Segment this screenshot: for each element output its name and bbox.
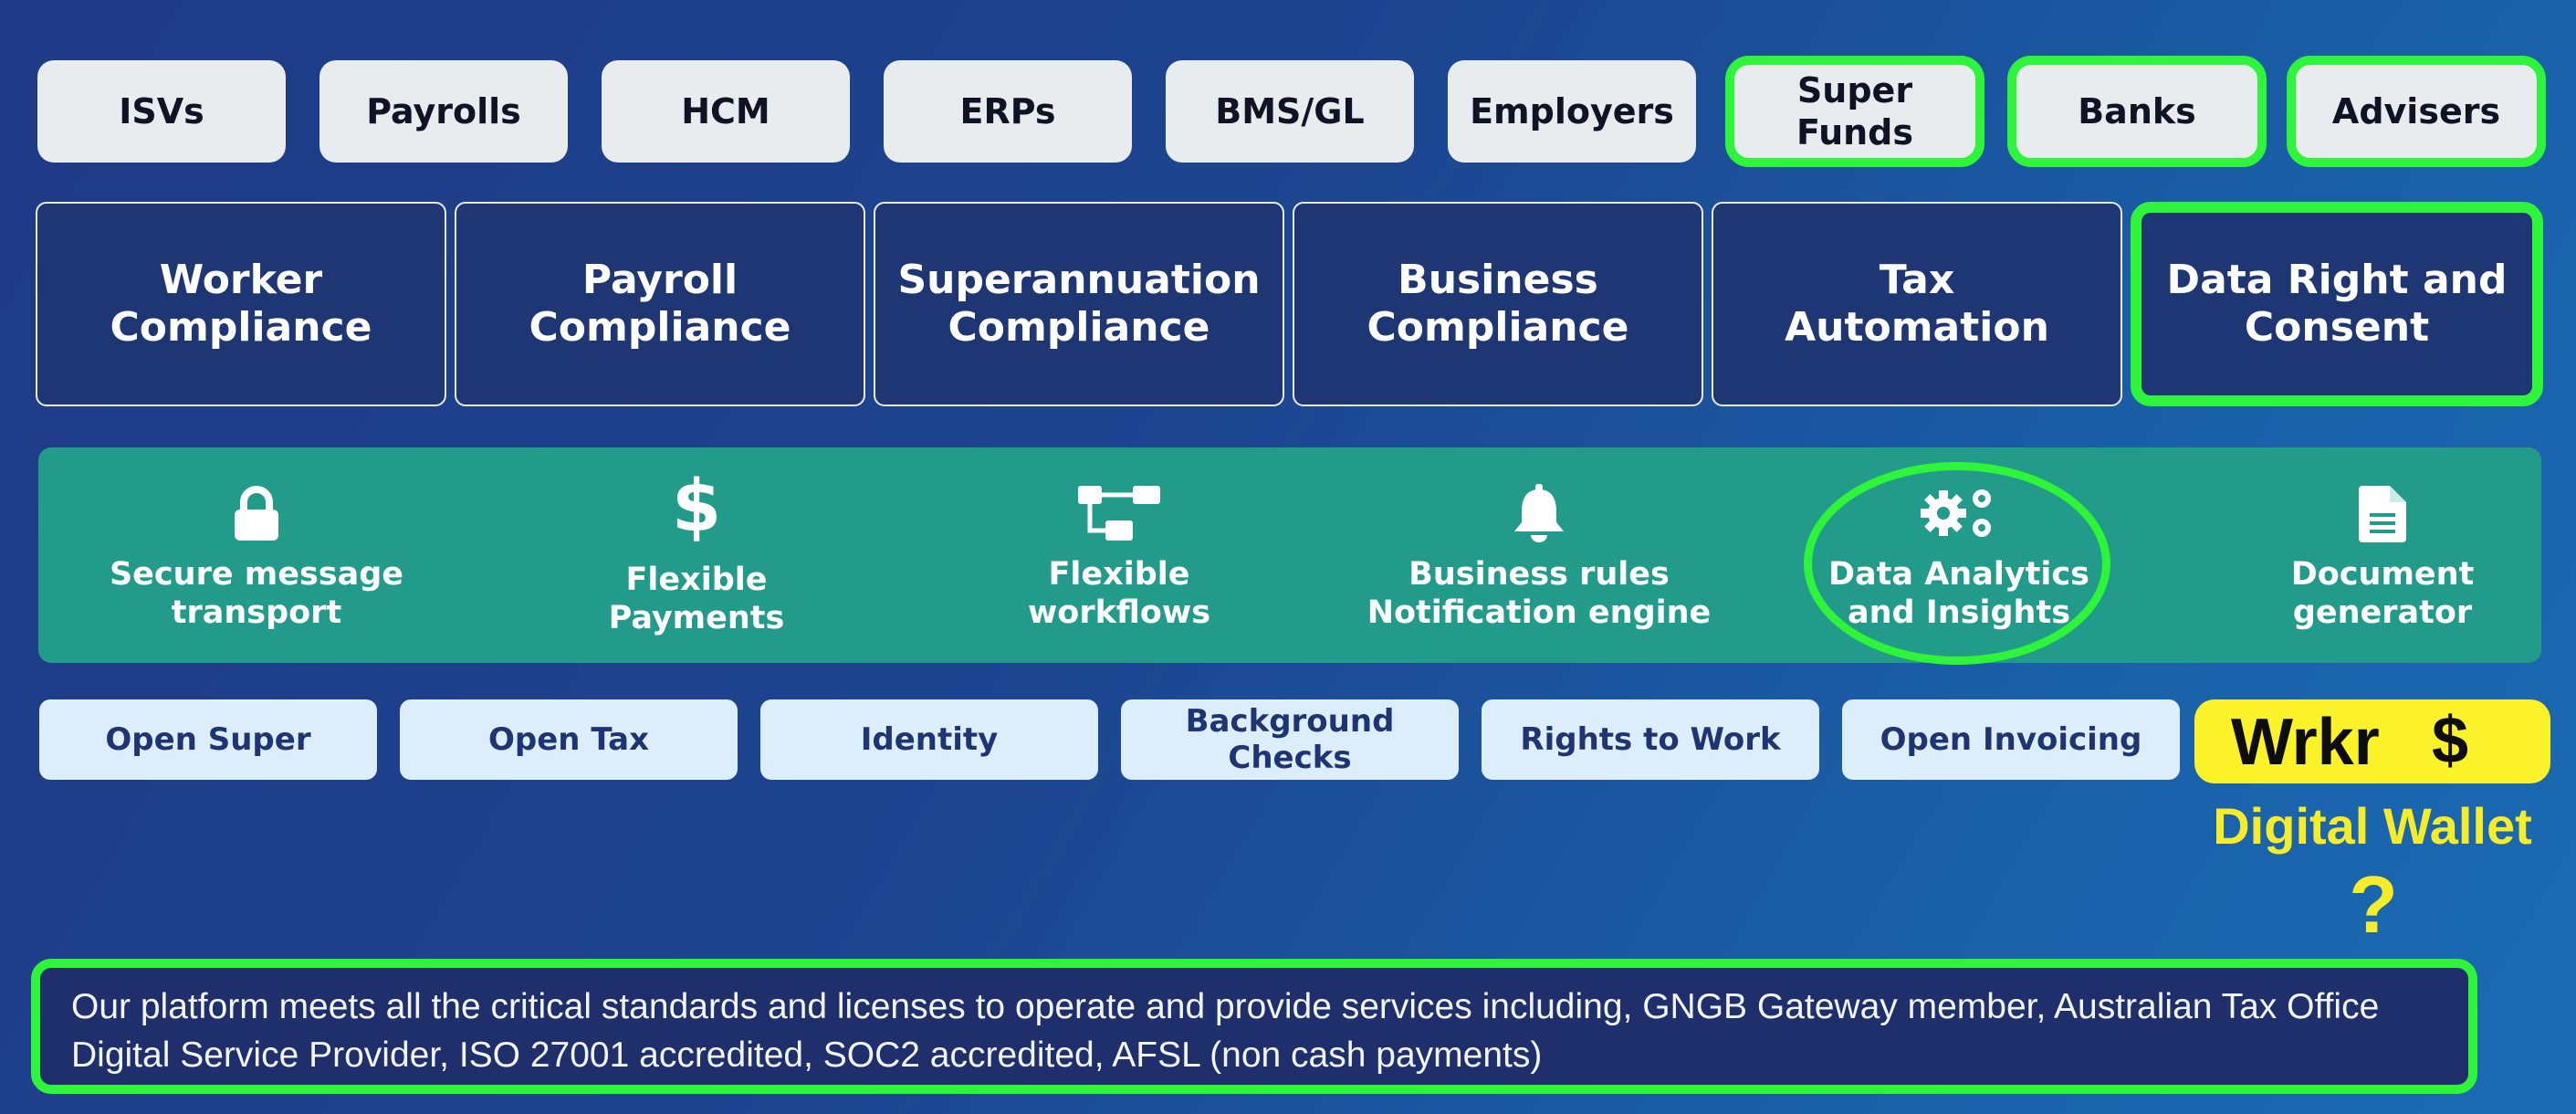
ecosystem-payrolls: Payrolls: [319, 60, 568, 163]
data-right-consent-box: Data Right and Consent: [2131, 202, 2543, 406]
standard-open-tax: Open Tax: [400, 699, 738, 780]
standard-rights-to-work: Rights to Work: [1482, 699, 1819, 780]
feature-secure-message: Secure message transport: [74, 466, 439, 648]
feature-band: [38, 447, 2541, 663]
lock-icon: [235, 486, 278, 541]
standard-open-invoicing: Open Invoicing: [1842, 699, 2180, 780]
standard-open-super: Open Super: [39, 699, 377, 780]
ecosystem-banks: Banks: [2007, 56, 2267, 167]
ecosystem-advisers: Advisers: [2287, 56, 2546, 167]
feature-flexible-workflows: Flexible workflows: [937, 466, 1302, 648]
ecosystem-isvs: ISVs: [37, 60, 286, 163]
feature-label: Secure message transport: [109, 556, 404, 631]
payroll-compliance-box: Payroll Compliance: [455, 202, 865, 406]
digital-wallet-caption: Digital Wallet: [2213, 797, 2532, 855]
dollar-icon: $: [671, 466, 722, 548]
feature-flexible-payments: $ Flexible Payments: [514, 466, 879, 648]
ecosystem-hcm: HCM: [602, 60, 850, 163]
standard-identity: Identity: [760, 699, 1098, 780]
ecosystem-employers: Employers: [1448, 60, 1696, 163]
dollar-icon: $: [2432, 704, 2469, 777]
wrkr-brand: Wrkr: [2231, 706, 2380, 779]
ecosystem-bms-gl: BMS/GL: [1166, 60, 1414, 163]
document-icon: [2359, 486, 2406, 542]
feature-label: Business rules Notification engine: [1367, 556, 1712, 631]
feature-business-rules: Business rules Notification engine: [1356, 466, 1722, 648]
ecosystem-erps: ERPs: [884, 60, 1132, 163]
question-mark: ?: [2349, 859, 2398, 950]
feature-label: Flexible workflows: [1027, 556, 1211, 631]
feature-document-generator: Document generator: [2200, 466, 2565, 648]
ecosystem-super-funds: Super Funds: [1725, 56, 1984, 167]
worker-compliance-box: Worker Compliance: [36, 202, 446, 406]
wrkr-wallet-badge: Wrkr $: [2194, 699, 2550, 783]
superannuation-compliance-box: Superannuation Compliance: [874, 202, 1284, 406]
bell-icon: [1514, 484, 1564, 542]
feature-label: Document generator: [2290, 556, 2475, 631]
business-compliance-box: Business Compliance: [1293, 202, 1703, 406]
analytics-highlight-ring: [1804, 462, 2110, 665]
tax-automation-box: Tax Automation: [1712, 202, 2122, 406]
standard-background-checks: Background Checks: [1121, 699, 1459, 780]
feature-label: Flexible Payments: [608, 562, 785, 636]
workflow-icon: [1078, 486, 1160, 541]
platform-standards-statement: Our platform meets all the critical stan…: [31, 959, 2477, 1094]
